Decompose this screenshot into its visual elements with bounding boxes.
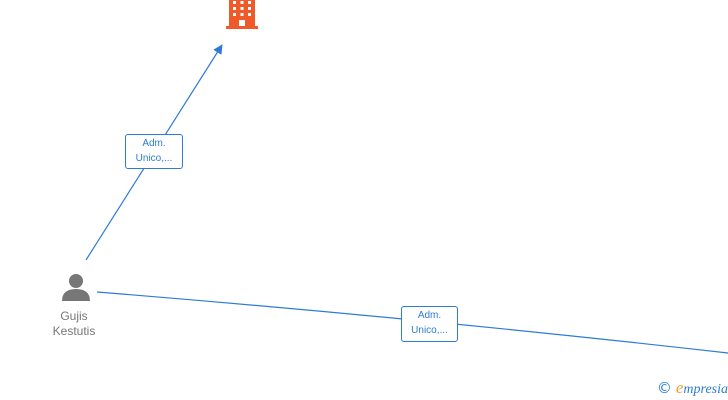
building-icon [226,0,258,29]
person-name-line1: Gujis [60,309,88,323]
person-name[interactable]: Gujis Kestutis [40,309,108,339]
copyright-icon: © [656,379,672,397]
brand-initial: e [675,378,684,397]
person-name-line2: Kestutis [52,324,96,338]
edge-label-offscreen-line1: Adm. [417,310,442,321]
edge-label-company-line2: Unico,... [135,153,173,164]
edge-label-company-line1: Adm. [142,138,166,149]
brand-name: mpresia [683,382,728,397]
brand-logo: empresia [676,378,728,398]
person-icon [62,274,90,301]
person-node[interactable] [60,272,92,302]
company-node[interactable] [225,0,259,30]
brand-watermark: © empresia [657,378,728,398]
edge-label-offscreen-line2: Unico,... [411,325,448,336]
edge-label-offscreen[interactable]: Adm. Unico,... [401,306,458,342]
edge-label-company[interactable]: Adm. Unico,... [125,134,183,169]
